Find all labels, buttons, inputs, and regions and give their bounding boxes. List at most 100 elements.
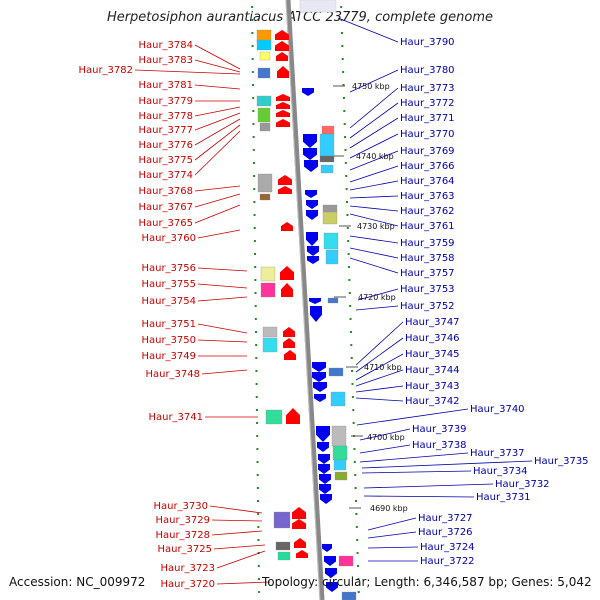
track-dot xyxy=(251,19,254,21)
track-dot xyxy=(252,110,255,112)
left-gene-label[interactable]: Haur_3754 xyxy=(141,296,196,307)
left-gene-label[interactable]: Haur_3779 xyxy=(138,96,193,107)
left-gene-label[interactable]: Haur_3728 xyxy=(155,530,210,541)
right-gene-label[interactable]: Haur_3758 xyxy=(400,253,455,264)
right-gene-label[interactable]: Haur_3759 xyxy=(400,238,455,249)
left-gene-label[interactable]: Haur_3729 xyxy=(155,515,210,526)
left-gene-label[interactable]: Haur_3760 xyxy=(141,233,196,244)
track-dot xyxy=(342,97,345,99)
left-gene-label[interactable]: Haur_3784 xyxy=(138,40,193,51)
reverse-gene-arrow xyxy=(322,544,332,552)
right-gene-label[interactable]: Haur_3747 xyxy=(405,317,460,328)
left-gene-label[interactable]: Haur_3778 xyxy=(138,111,193,122)
right-gene-label[interactable]: Haur_3722 xyxy=(420,556,475,567)
left-leader-line xyxy=(197,296,248,302)
left-gene-label[interactable]: Haur_3781 xyxy=(138,80,193,91)
accession-text: Accession: NC_009972 xyxy=(9,575,146,589)
right-leader-line xyxy=(349,257,399,274)
right-gene-label[interactable]: Haur_3732 xyxy=(495,479,550,490)
left-gene-label[interactable]: Haur_3755 xyxy=(141,279,196,290)
right-gene-label[interactable]: Haur_3735 xyxy=(534,456,589,467)
left-gene-label[interactable]: Haur_3723 xyxy=(160,563,215,574)
right-gene-label[interactable]: Haur_3734 xyxy=(473,466,528,477)
left-gene-label[interactable]: Haur_3725 xyxy=(157,544,212,555)
right-gene-label[interactable]: Haur_3770 xyxy=(400,129,455,140)
right-gene-label[interactable]: Haur_3745 xyxy=(405,349,460,360)
gene-feature-block xyxy=(257,67,271,79)
reverse-gene-arrow xyxy=(325,568,337,578)
right-gene-label[interactable]: Haur_3746 xyxy=(405,333,460,344)
gene-feature-block xyxy=(334,471,348,481)
left-gene-label[interactable]: Haur_3777 xyxy=(138,125,193,136)
right-gene-label[interactable]: Haur_3764 xyxy=(400,176,455,187)
left-gene-label[interactable]: Haur_3768 xyxy=(138,186,193,197)
left-gene-label[interactable]: Haur_3730 xyxy=(153,501,208,512)
right-gene-label[interactable]: Haur_3737 xyxy=(470,448,525,459)
right-gene-label[interactable]: Haur_3753 xyxy=(400,284,455,295)
left-leader-line xyxy=(194,124,241,161)
track-dot xyxy=(254,318,257,320)
right-gene-label[interactable]: Haur_3762 xyxy=(400,206,455,217)
right-gene-label[interactable]: Haur_3743 xyxy=(405,381,460,392)
left-gene-label[interactable]: Haur_3782 xyxy=(78,65,133,76)
left-gene-label[interactable]: Haur_3749 xyxy=(141,351,196,362)
track-dot xyxy=(253,175,256,177)
track-dot xyxy=(355,513,358,515)
right-gene-label[interactable]: Haur_3752 xyxy=(400,301,455,312)
track-dot xyxy=(251,71,254,73)
right-gene-label[interactable]: Haur_3744 xyxy=(405,365,460,376)
right-gene-label[interactable]: Haur_3757 xyxy=(400,268,455,279)
left-gene-label[interactable]: Haur_3750 xyxy=(141,335,196,346)
left-gene-label[interactable]: Haur_3756 xyxy=(141,263,196,274)
left-gene-label[interactable]: Haur_3783 xyxy=(138,55,193,66)
right-leader-line xyxy=(349,235,399,244)
left-gene-label[interactable]: Haur_3748 xyxy=(145,369,200,380)
right-gene-label[interactable]: Haur_3724 xyxy=(420,542,475,553)
left-gene-label[interactable]: Haur_3774 xyxy=(138,170,193,181)
right-gene-label[interactable]: Haur_3726 xyxy=(418,527,473,538)
right-gene-label[interactable]: Haur_3742 xyxy=(405,396,460,407)
track-dot xyxy=(255,409,258,411)
forward-gene-arrow xyxy=(276,94,290,101)
forward-gene-arrow xyxy=(292,507,306,519)
track-dot xyxy=(341,58,344,60)
right-gene-label[interactable]: Haur_3739 xyxy=(412,424,467,435)
right-gene-label[interactable]: Haur_3773 xyxy=(400,83,455,94)
right-leader-line xyxy=(357,288,399,301)
right-gene-label[interactable]: Haur_3763 xyxy=(400,191,455,202)
left-leader-line xyxy=(194,84,241,90)
right-gene-label[interactable]: Haur_3727 xyxy=(418,513,473,524)
reverse-gene-arrow xyxy=(302,88,314,96)
left-gene-label[interactable]: Haur_3767 xyxy=(138,202,193,213)
track-dot xyxy=(256,448,259,450)
track-dot xyxy=(256,461,259,463)
right-leader-line xyxy=(349,205,399,212)
track-dot xyxy=(257,513,260,515)
right-gene-label[interactable]: Haur_3769 xyxy=(400,146,455,157)
left-gene-label[interactable]: Haur_3720 xyxy=(160,579,215,590)
right-leader-line xyxy=(363,483,494,489)
left-gene-label[interactable]: Haur_3776 xyxy=(138,140,193,151)
left-leader-line xyxy=(194,59,241,73)
left-gene-label[interactable]: Haur_3765 xyxy=(138,218,193,229)
right-gene-label[interactable]: Haur_3761 xyxy=(400,221,455,232)
right-gene-label[interactable]: Haur_3780 xyxy=(400,65,455,76)
right-gene-label[interactable]: Haur_3740 xyxy=(470,404,525,415)
right-gene-label[interactable]: Haur_3772 xyxy=(400,98,455,109)
left-gene-label[interactable]: Haur_3751 xyxy=(141,319,196,330)
track-dot xyxy=(251,58,254,60)
diagram-title: Herpetosiphon aurantiacus ATCC 23779, co… xyxy=(106,10,494,25)
right-gene-label[interactable]: Haur_3766 xyxy=(400,161,455,172)
track-dot xyxy=(254,266,257,268)
left-gene-label[interactable]: Haur_3775 xyxy=(138,155,193,166)
track-dot xyxy=(253,188,256,190)
left-leader-line xyxy=(216,581,271,585)
track-dot xyxy=(257,565,260,567)
right-gene-label[interactable]: Haur_3790 xyxy=(400,37,455,48)
right-gene-label[interactable]: Haur_3738 xyxy=(412,440,467,451)
right-gene-label[interactable]: Haur_3731 xyxy=(476,492,531,503)
right-gene-label[interactable]: Haur_3771 xyxy=(400,113,455,124)
track-dot xyxy=(357,591,360,593)
track-dot xyxy=(257,539,260,541)
left-gene-label[interactable]: Haur_3741 xyxy=(148,412,203,423)
